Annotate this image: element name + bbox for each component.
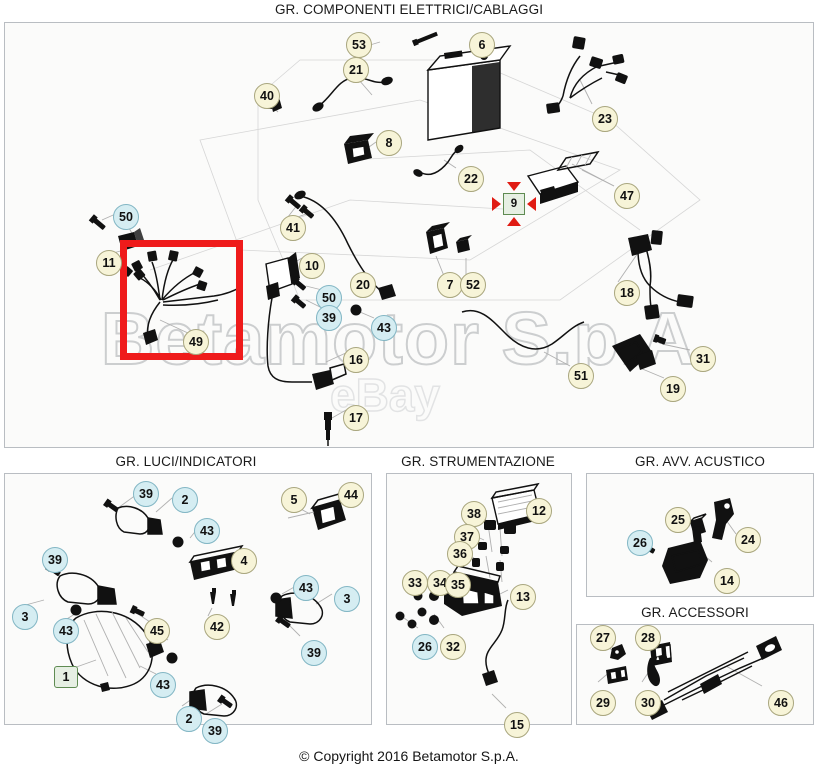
callout-elettrici-16[interactable]: 16 <box>343 347 369 373</box>
panel-acustico <box>586 473 814 597</box>
callout-strumentazione-26[interactable]: 26 <box>412 634 438 660</box>
callout-luci-5[interactable]: 5 <box>281 487 307 513</box>
copyright-notice: © Copyright 2016 Betamotor S.p.A. <box>299 748 519 764</box>
callout-luci-39[interactable]: 39 <box>202 718 228 744</box>
callout-acustico-14[interactable]: 14 <box>714 568 740 594</box>
panel-elettrici <box>4 22 814 448</box>
callout-luci-39[interactable]: 39 <box>133 481 159 507</box>
callout-strumentazione-33[interactable]: 33 <box>402 570 428 596</box>
callout-elettrici-40[interactable]: 40 <box>254 83 280 109</box>
callout-elettrici-18[interactable]: 18 <box>614 280 640 306</box>
callout-luci-2[interactable]: 2 <box>176 706 202 732</box>
callout-accessori-28[interactable]: 28 <box>635 625 661 651</box>
callout-luci-43[interactable]: 43 <box>293 575 319 601</box>
callout-elettrici-17[interactable]: 17 <box>343 405 369 431</box>
callout-accessori-27[interactable]: 27 <box>590 625 616 651</box>
callout-luci-43[interactable]: 43 <box>53 618 79 644</box>
panel-title-acustico: GR. AVV. ACUSTICO <box>635 454 765 469</box>
callout-luci-43[interactable]: 43 <box>150 672 176 698</box>
callout-elettrici-39[interactable]: 39 <box>316 305 342 331</box>
callout-elettrici-19[interactable]: 19 <box>660 376 686 402</box>
arrow-right-icon <box>527 197 536 211</box>
highlight-rectangle-part-49 <box>120 240 243 360</box>
callout-elettrici-43[interactable]: 43 <box>371 315 397 341</box>
callout-luci-2[interactable]: 2 <box>172 487 198 513</box>
callout-luci-3[interactable]: 3 <box>334 586 360 612</box>
callout-luci-3[interactable]: 3 <box>12 604 38 630</box>
callout-elettrici-23[interactable]: 23 <box>592 106 618 132</box>
callout-luci-44[interactable]: 44 <box>338 482 364 508</box>
panel-title-accessori: GR. ACCESSORI <box>641 605 749 620</box>
selected-part-marker-9[interactable]: 9 <box>492 182 536 226</box>
callout-elettrici-22[interactable]: 22 <box>458 166 484 192</box>
callout-elettrici-47[interactable]: 47 <box>614 183 640 209</box>
callout-accessori-46[interactable]: 46 <box>768 690 794 716</box>
callout-elettrici-21[interactable]: 21 <box>343 57 369 83</box>
callout-accessori-29[interactable]: 29 <box>590 690 616 716</box>
callout-acustico-24[interactable]: 24 <box>735 527 761 553</box>
callout-luci-42[interactable]: 42 <box>204 614 230 640</box>
callout-luci-4[interactable]: 4 <box>231 548 257 574</box>
callout-luci-45[interactable]: 45 <box>144 618 170 644</box>
arrow-up-icon <box>507 182 521 191</box>
panel-title-luci: GR. LUCI/INDICATORI <box>115 454 257 469</box>
callout-elettrici-8[interactable]: 8 <box>376 130 402 156</box>
arrow-left-icon <box>492 197 501 211</box>
callout-strumentazione-32[interactable]: 32 <box>440 634 466 660</box>
callout-strumentazione-12[interactable]: 12 <box>526 498 552 524</box>
callout-luci-1[interactable]: 1 <box>54 666 78 688</box>
callout-acustico-25[interactable]: 25 <box>665 507 691 533</box>
panel-title-elettrici: GR. COMPONENTI ELETTRICI/CABLAGGI <box>274 2 544 17</box>
callout-luci-39[interactable]: 39 <box>42 547 68 573</box>
callout-elettrici-53[interactable]: 53 <box>346 32 372 58</box>
panel-title-strumentazione: GR. STRUMENTAZIONE <box>401 454 555 469</box>
callout-elettrici-51[interactable]: 51 <box>568 363 594 389</box>
callout-elettrici-50[interactable]: 50 <box>113 204 139 230</box>
callout-acustico-26[interactable]: 26 <box>627 530 653 556</box>
callout-strumentazione-15[interactable]: 15 <box>504 712 530 738</box>
callout-strumentazione-13[interactable]: 13 <box>510 584 536 610</box>
callout-strumentazione-35[interactable]: 35 <box>445 572 471 598</box>
callout-elettrici-49[interactable]: 49 <box>183 329 209 355</box>
selected-part-number: 9 <box>503 193 525 215</box>
callout-luci-39[interactable]: 39 <box>301 640 327 666</box>
callout-elettrici-41[interactable]: 41 <box>280 215 306 241</box>
arrow-down-icon <box>507 217 521 226</box>
callout-elettrici-6[interactable]: 6 <box>469 32 495 58</box>
callout-elettrici-20[interactable]: 20 <box>350 272 376 298</box>
callout-elettrici-52[interactable]: 52 <box>460 272 486 298</box>
callout-strumentazione-36[interactable]: 36 <box>447 541 473 567</box>
callout-elettrici-10[interactable]: 10 <box>299 253 325 279</box>
callout-elettrici-31[interactable]: 31 <box>690 346 716 372</box>
callout-luci-43[interactable]: 43 <box>194 518 220 544</box>
callout-elettrici-11[interactable]: 11 <box>96 250 122 276</box>
callout-accessori-30[interactable]: 30 <box>635 690 661 716</box>
